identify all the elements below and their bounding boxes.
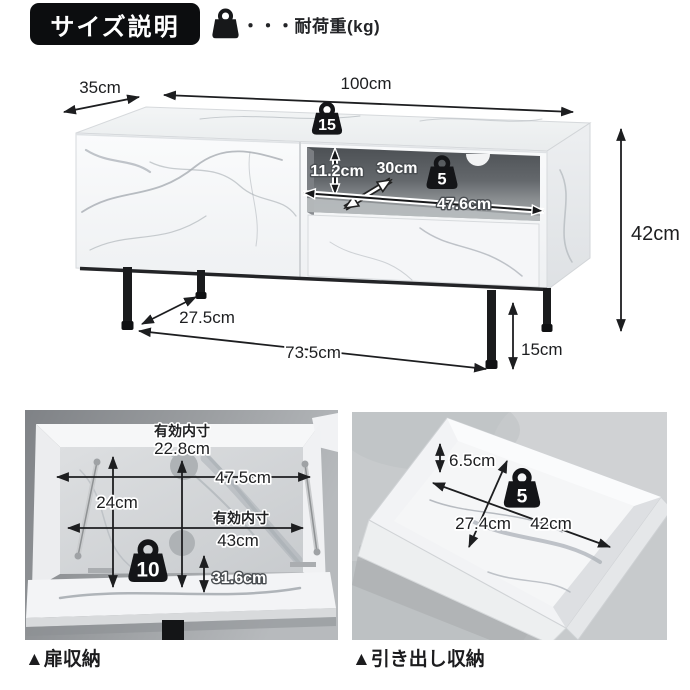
dim-width: 100cm bbox=[162, 74, 575, 117]
svg-text:11.2cm: 11.2cm bbox=[310, 163, 363, 180]
dim-open-depth: 30cm bbox=[343, 159, 419, 211]
load-capacity-label: ・・・耐荷重(kg) bbox=[242, 16, 381, 36]
dim-depth: 35cm bbox=[62, 78, 141, 115]
stand-leg bbox=[162, 620, 184, 640]
dim-height: 42cm bbox=[616, 127, 680, 333]
svg-text:有効内寸: 有効内寸 bbox=[213, 510, 269, 526]
svg-text:15cm: 15cm bbox=[521, 340, 563, 359]
svg-text:30cm: 30cm bbox=[377, 160, 418, 177]
svg-text:35cm: 35cm bbox=[79, 78, 121, 97]
svg-text:15: 15 bbox=[318, 116, 336, 134]
svg-text:24cm: 24cm bbox=[96, 493, 138, 512]
legs bbox=[121, 267, 553, 369]
load-capacity-legend: ・・・耐荷重(kg) bbox=[212, 7, 380, 41]
svg-text:47.5cm: 47.5cm bbox=[215, 468, 271, 487]
svg-text:22.8cm: 22.8cm bbox=[154, 439, 210, 458]
svg-text:27.4cm: 27.4cm bbox=[455, 514, 511, 533]
dim-leg-height: 15cm bbox=[508, 301, 563, 371]
svg-text:42cm: 42cm bbox=[530, 514, 572, 533]
page-title-badge: サイズ説明 bbox=[30, 3, 200, 45]
svg-text:5: 5 bbox=[437, 171, 446, 189]
weight-bag-icon bbox=[212, 8, 239, 39]
main-diagram: 35cm 100cm 15 11.2cm bbox=[62, 74, 680, 373]
svg-text:31.6cm: 31.6cm bbox=[212, 570, 266, 587]
svg-text:73.5cm: 73.5cm bbox=[285, 343, 341, 362]
load-badge-shelf: 5 bbox=[426, 155, 458, 189]
tv-stand-illustration bbox=[75, 106, 592, 369]
svg-text:43cm: 43cm bbox=[217, 531, 259, 550]
drawer-storage-caption: ▲引き出し収納 bbox=[352, 649, 485, 670]
drawer-annotations: 6.5cm 5 27.4cm 42cm bbox=[431, 442, 612, 548]
svg-text:47.6cm: 47.6cm bbox=[437, 196, 491, 213]
svg-text:5: 5 bbox=[517, 485, 528, 507]
svg-text:27.5cm: 27.5cm bbox=[179, 308, 235, 327]
svg-text:100cm: 100cm bbox=[340, 74, 391, 93]
flap-door bbox=[26, 562, 336, 627]
svg-text:有効内寸: 有効内寸 bbox=[154, 423, 210, 439]
dim-open-width: 47.6cm bbox=[301, 187, 546, 217]
dim-open-height: 11.2cm bbox=[309, 146, 365, 198]
door-storage-photo: 有効内寸 22.8cm 24cm 47.5cm 有効内寸 43cm 10 31.… bbox=[25, 410, 338, 640]
dim-leg-pitch-width: 73.5cm bbox=[137, 327, 488, 373]
load-badge-top: 15 bbox=[311, 101, 343, 135]
svg-text:10: 10 bbox=[136, 558, 159, 581]
door-storage-caption: ▲扉収納 bbox=[25, 649, 101, 670]
cable-hole bbox=[466, 154, 490, 166]
door-annotations: 有効内寸 22.8cm 24cm 47.5cm 有効内寸 43cm 10 31.… bbox=[55, 422, 312, 594]
svg-text:42cm: 42cm bbox=[631, 223, 680, 245]
drawer-storage-photo: 6.5cm 5 27.4cm 42cm bbox=[352, 412, 667, 640]
load-badge-door: 10 bbox=[128, 539, 168, 582]
svg-text:6.5cm: 6.5cm bbox=[449, 451, 495, 470]
page-title: サイズ説明 bbox=[50, 13, 180, 41]
dim-leg-pitch-depth: 27.5cm bbox=[141, 296, 237, 329]
